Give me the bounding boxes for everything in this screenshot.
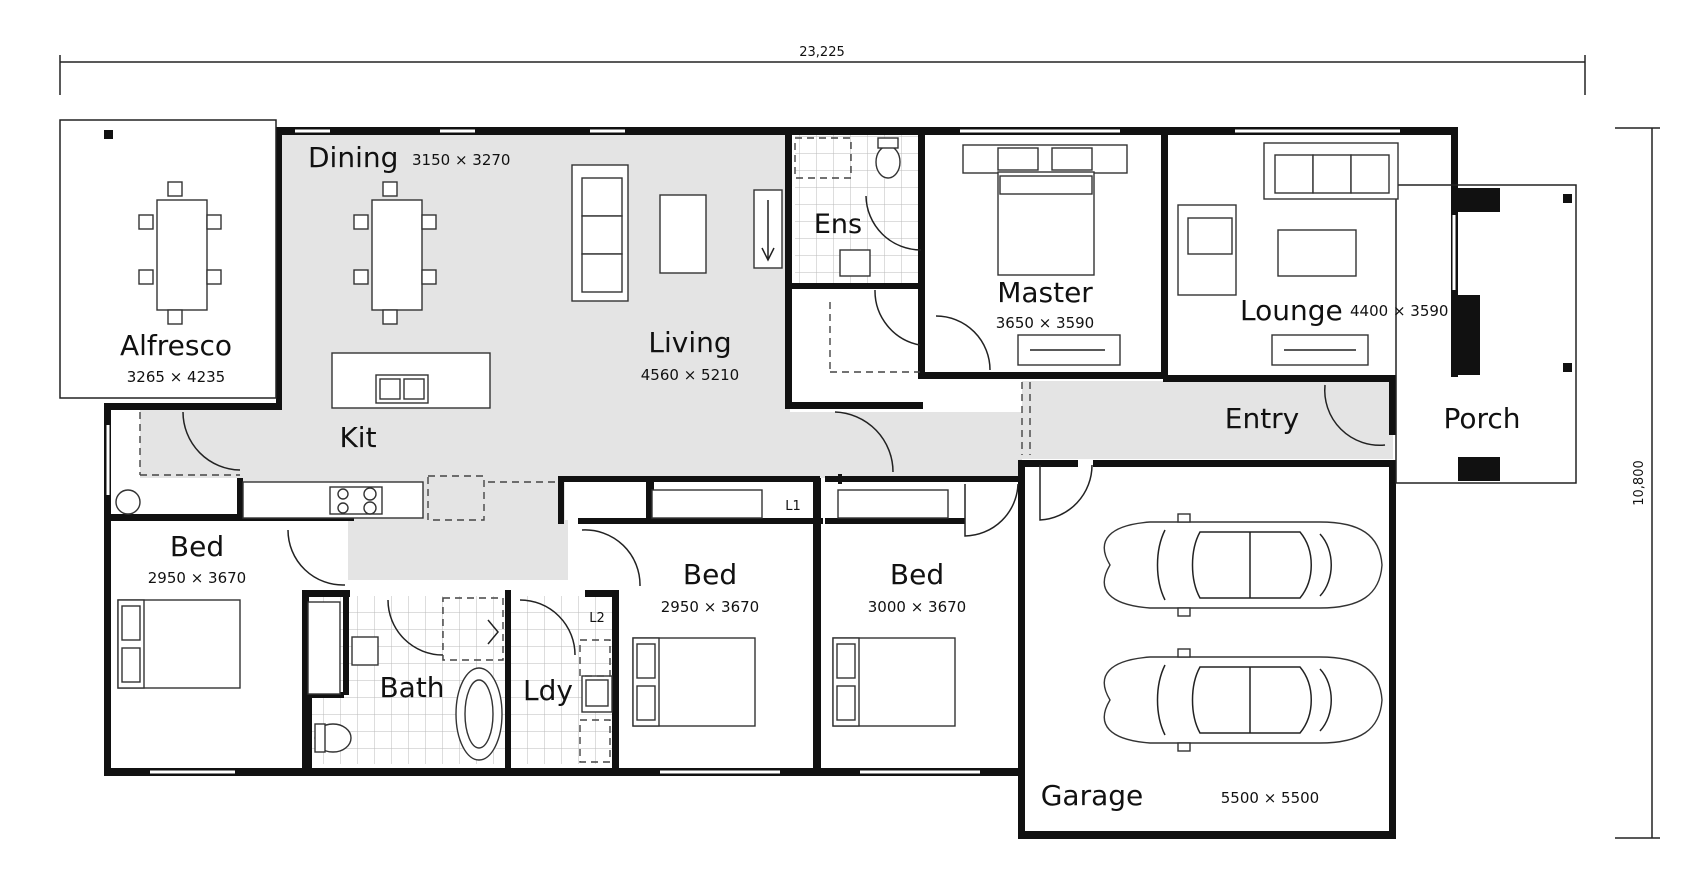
alfresco-table [138,181,222,325]
porch-label: Porch [1443,402,1520,435]
lounge-furniture [1177,142,1399,366]
room-labels: Dining 3150 × 3270 Alfresco 3265 × 4235 … [120,141,1521,812]
overall-depth-label: 10,800 [1632,460,1647,506]
living-size: 4560 × 5210 [641,366,739,384]
l1-tag: L1 [785,499,801,514]
dining-label: Dining [308,141,398,174]
garage-cars [1103,513,1383,752]
l2-tag: L2 [589,611,605,626]
alfresco-size: 3265 × 4235 [127,368,225,386]
lounge-label: Lounge [1240,294,1343,327]
entry-label: Entry [1225,402,1300,435]
bed2-furniture [632,489,763,727]
kitchen-island [331,352,491,409]
laundry-fixtures [579,639,613,763]
width-dimension: 23,225 [59,45,1586,95]
living-sofa [571,164,783,302]
master-bed [962,144,1128,366]
garage-label: Garage [1041,779,1144,812]
lounge-size: 4400 × 3590 [1350,302,1448,320]
dining-size: 3150 × 3270 [412,151,510,169]
walls [104,127,1500,839]
bath-fixtures [314,597,504,761]
bed2-label: Bed [683,558,737,591]
windows [106,129,1456,774]
depth-dimension: 10,800 [1615,127,1660,839]
bed3-label: Bed [890,558,944,591]
overall-width-label: 23,225 [799,45,845,60]
dining-table [353,181,437,325]
living-label: Living [648,326,731,359]
kit-label: Kit [339,421,376,454]
ensuite-fixtures [794,137,901,277]
porch-slab [1395,184,1577,484]
bed3-size: 3000 × 3670 [868,598,966,616]
bed1-size: 2950 × 3670 [148,569,246,587]
dashed-lines [139,302,1031,521]
master-label: Master [997,276,1093,309]
bed1-furniture [117,599,341,695]
doors [182,195,1386,656]
kitchen-bench [115,481,424,519]
master-size: 3650 × 3590 [996,314,1094,332]
ens-label: Ens [814,209,862,240]
bath-label: Bath [379,671,444,704]
ldy-label: Ldy [523,674,573,707]
bed3-furniture [832,489,956,727]
bed2-size: 2950 × 3670 [661,598,759,616]
alfresco-slab [59,119,277,399]
alfresco-label: Alfresco [120,329,232,362]
garage-size: 5500 × 5500 [1221,789,1319,807]
bed1-label: Bed [170,530,224,563]
